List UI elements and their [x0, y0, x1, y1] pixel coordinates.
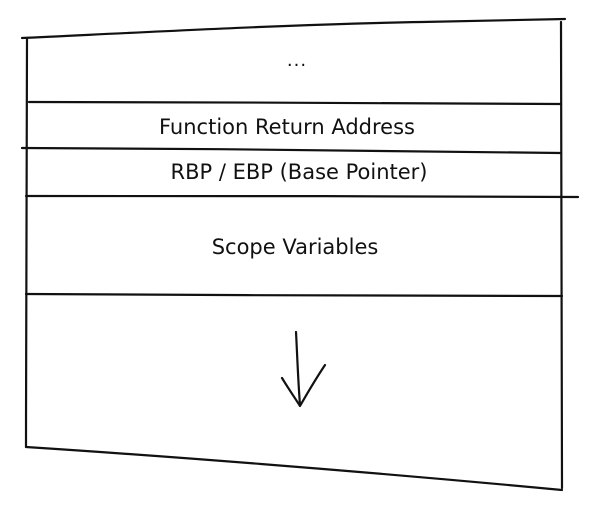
stack-bottom-border — [24, 445, 564, 492]
divider-after-ellipsis — [27, 100, 562, 106]
arrow-head — [280, 363, 327, 408]
arrow-shaft — [294, 330, 302, 407]
section-label-return-address: Function Return Address — [159, 115, 415, 139]
section-label-base-pointer: RBP / EBP (Base Pointer) — [170, 160, 428, 184]
divider-after-base-pointer — [24, 194, 580, 199]
divider-after-return-address — [20, 146, 563, 155]
stack-left-border — [24, 36, 29, 449]
divider-after-scope-variables — [24, 292, 564, 298]
stack-right-border — [559, 20, 564, 490]
section-label-ellipsis: ... — [286, 50, 308, 71]
down-arrow-icon — [280, 330, 327, 408]
stack-top-border — [20, 17, 567, 40]
section-label-scope-variables: Scope Variables — [211, 235, 379, 259]
